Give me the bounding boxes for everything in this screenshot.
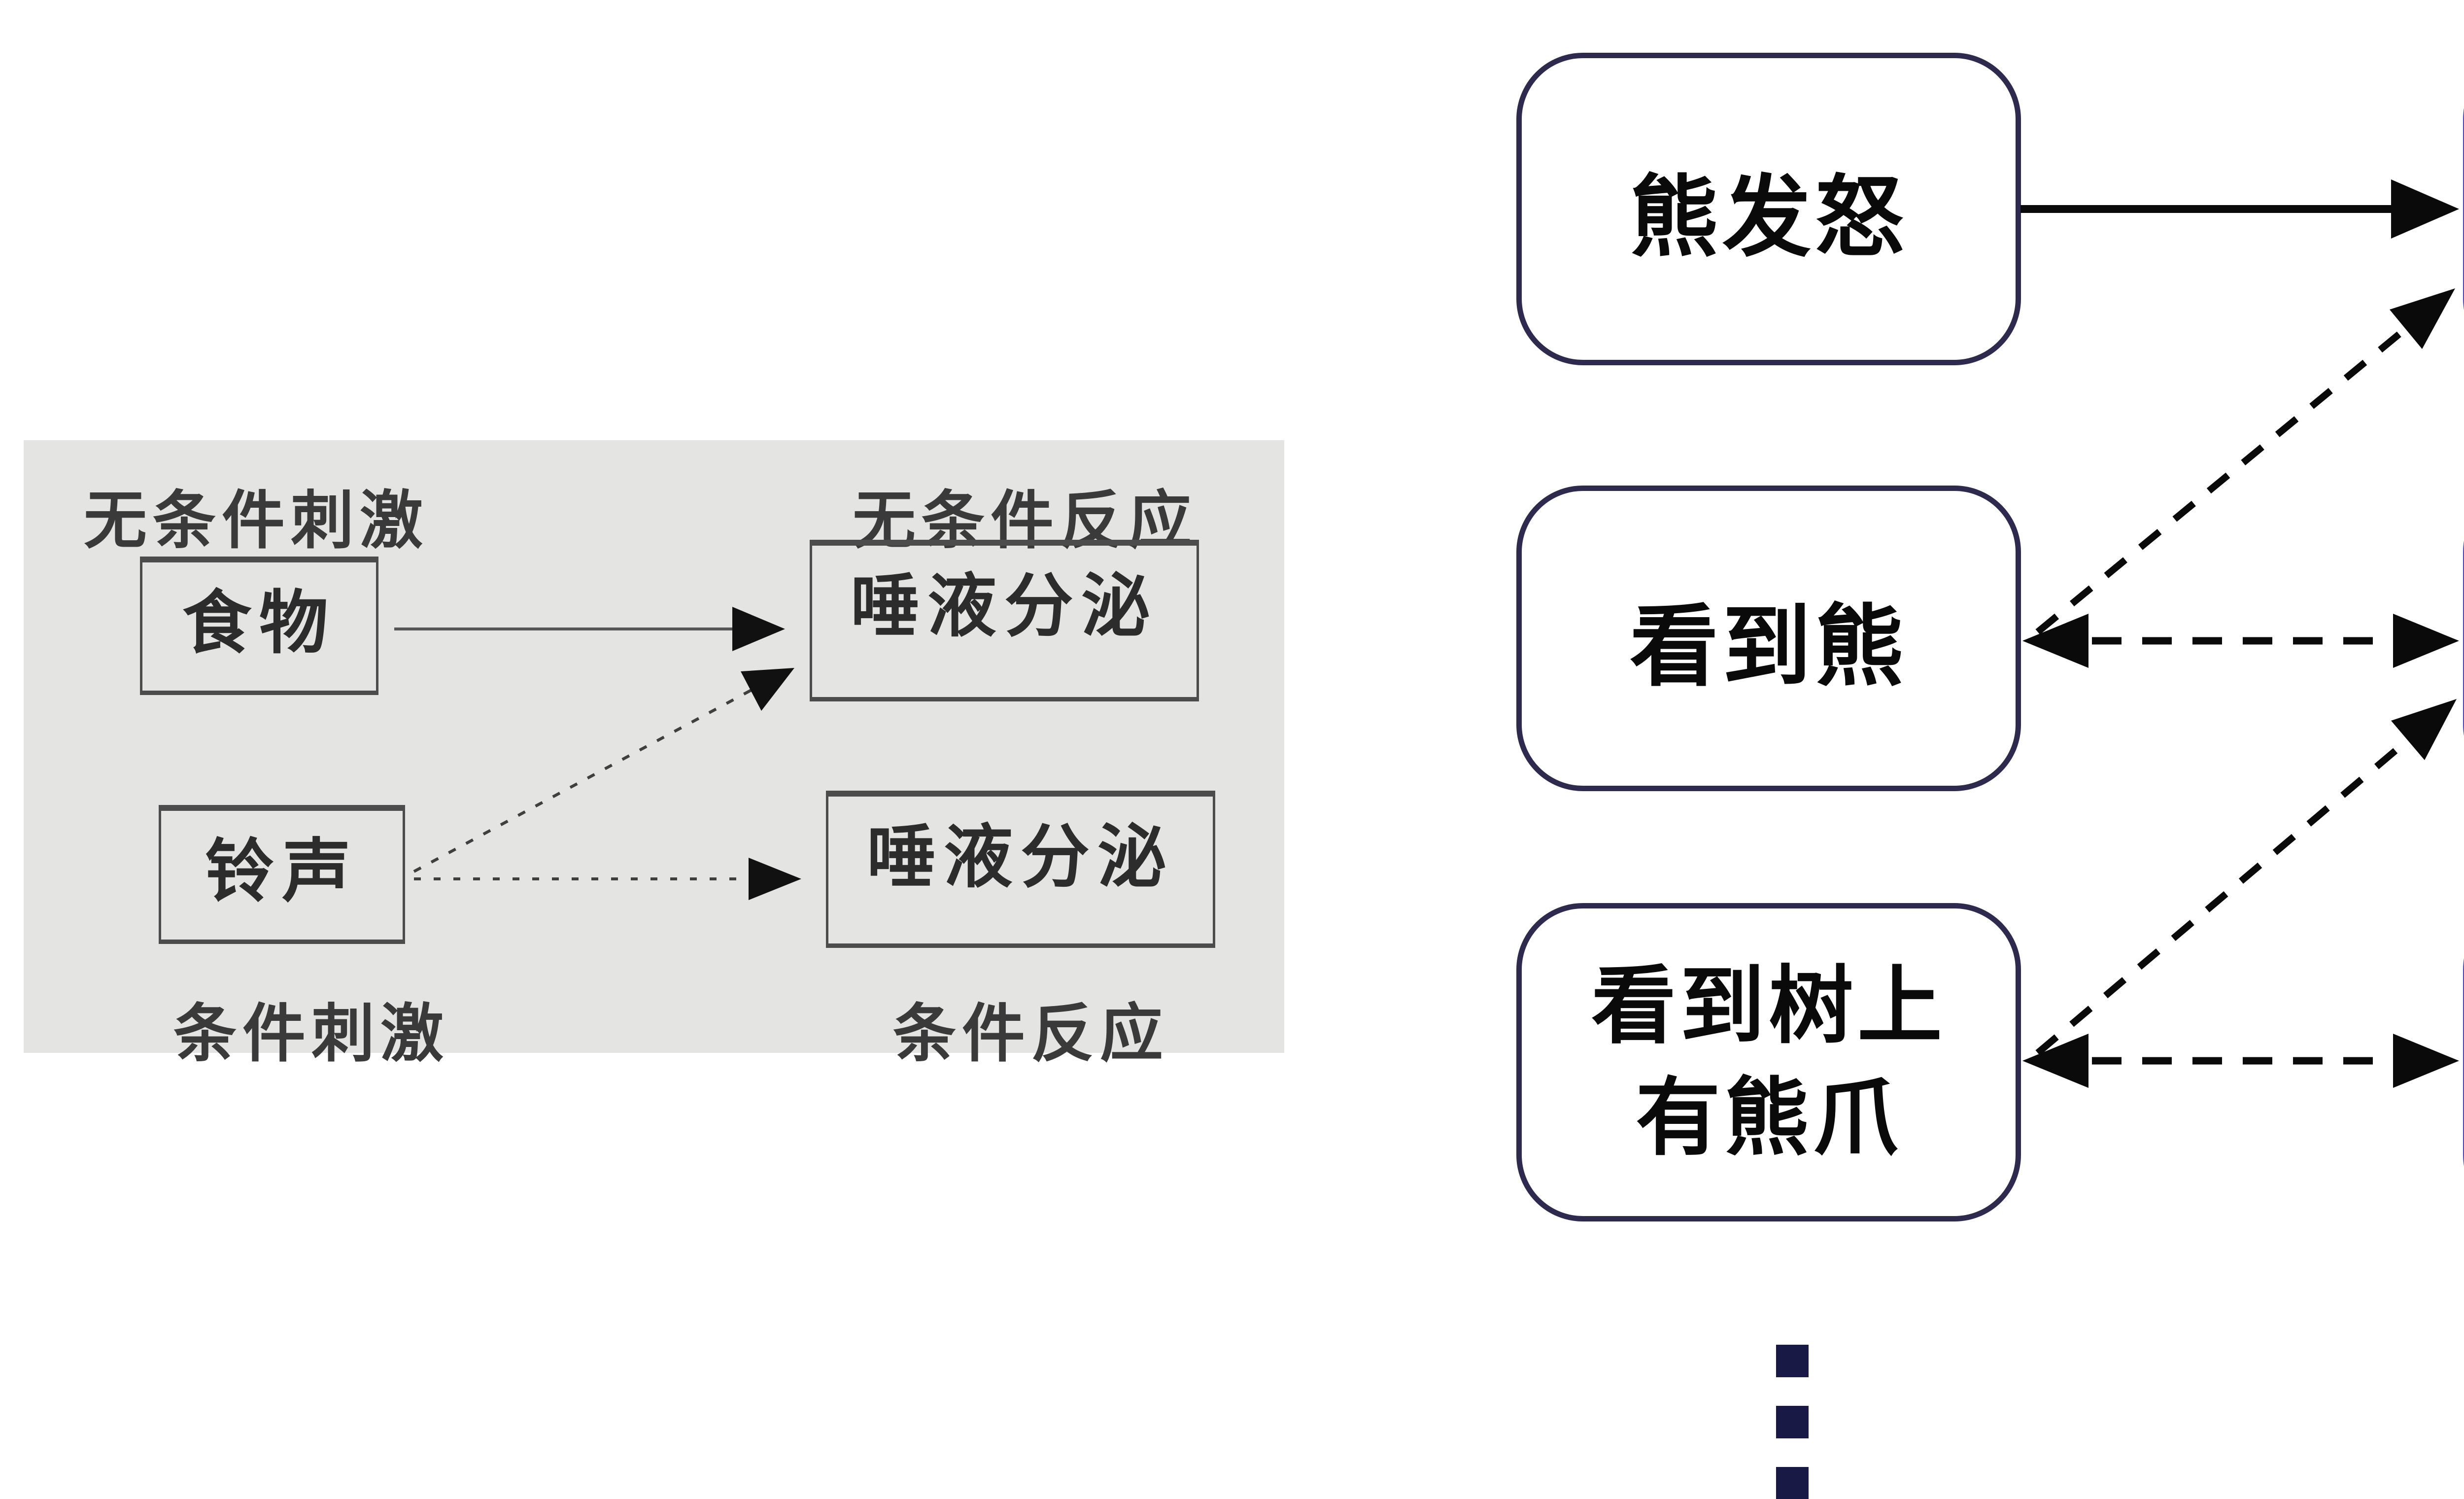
see-claw-label-line2: 有熊爪	[1636, 1071, 1902, 1165]
salivation-bottom-label: 唾液分泌	[866, 818, 1174, 896]
dot-icon	[1776, 1345, 1809, 1377]
conditioned-response-label: 条件反应	[893, 999, 1169, 1069]
see-bear-v-s-prime-dashed-double-arrow	[2022, 614, 2459, 668]
food-box: 食物	[140, 557, 378, 695]
see-bear-to-reward-dashed-arrow	[2035, 288, 2455, 635]
salivation-top-box: 唾液分泌	[810, 540, 1199, 701]
dot-icon	[1776, 1406, 1809, 1438]
see-bear-label: 看到熊	[1629, 597, 1908, 697]
bear-angry-label: 熊发怒	[1629, 168, 1908, 267]
dot-icon	[1776, 1467, 1809, 1499]
food-box-label: 食物	[182, 584, 336, 662]
see-claw-label-line1: 看到树上	[1591, 958, 1946, 1053]
unconditioned-stimulus-label: 无条件刺激	[84, 486, 429, 556]
bear-angry-box: 熊发怒	[1516, 53, 2021, 365]
see-bear-box: 看到熊	[1516, 486, 2021, 791]
bell-box: 铃声	[159, 805, 405, 944]
salivation-bottom-box: 唾液分泌	[826, 791, 1215, 948]
salivation-top-label: 唾液分泌	[850, 567, 1158, 645]
pavlov-panel: 无条件刺激 无条件反应 食物 唾液分泌 铃声 唾液分泌 条件刺激 条件反应	[24, 440, 1284, 1069]
bear-angry-to-reward-arrow	[2020, 179, 2459, 239]
see-claw-box: 看到树上 有熊爪	[1516, 903, 2021, 1221]
conditioned-stimulus-label: 条件刺激	[173, 999, 450, 1069]
see-claw-to-v-s-prime-dashed-arrow	[2035, 699, 2457, 1056]
see-claw-v-s-dashed-double-arrow	[2022, 1034, 2459, 1088]
bell-box-label: 铃声	[205, 833, 359, 910]
